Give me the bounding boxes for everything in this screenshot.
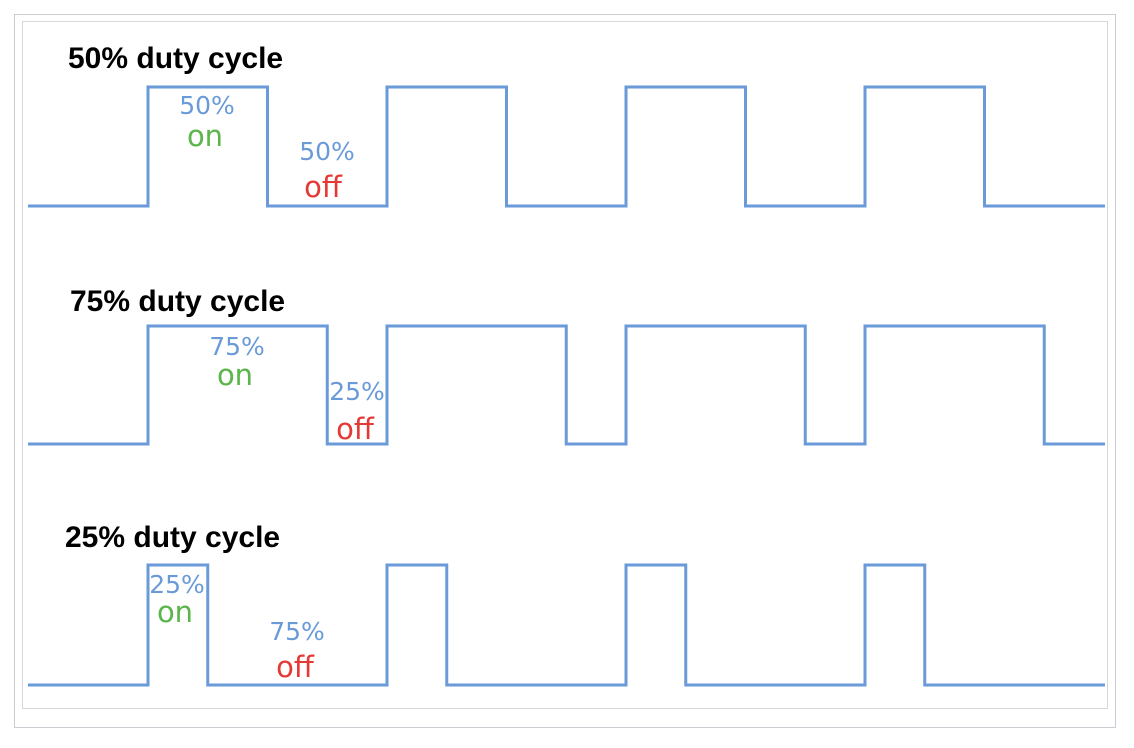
off-label: off xyxy=(336,412,375,446)
on-label: on xyxy=(217,358,253,392)
panel-50-duty: 50% duty cycle 50% on 50% off xyxy=(28,42,1105,208)
figure-inner-frame xyxy=(22,21,1108,709)
on-percent-label: 75% xyxy=(209,332,265,361)
panel-75-duty: 75% duty cycle 75% on 25% off xyxy=(28,285,1105,446)
on-label: on xyxy=(157,595,193,629)
on-percent-label: 25% xyxy=(149,570,205,599)
off-percent-label: 75% xyxy=(269,617,325,646)
off-label: off xyxy=(276,650,315,684)
on-percent-label: 50% xyxy=(179,91,235,120)
panel-title: 75% duty cycle xyxy=(70,285,285,318)
panel-title: 50% duty cycle xyxy=(68,42,283,75)
panel-title: 25% duty cycle xyxy=(65,521,280,554)
on-label: on xyxy=(187,119,223,153)
off-percent-label: 25% xyxy=(329,377,385,406)
panel-25-duty: 25% duty cycle 25% on 75% off xyxy=(28,521,1105,687)
off-label: off xyxy=(304,170,343,204)
square-wave xyxy=(28,324,1105,446)
square-wave xyxy=(28,85,1105,208)
square-wave xyxy=(28,563,1105,687)
off-percent-label: 50% xyxy=(299,137,355,166)
